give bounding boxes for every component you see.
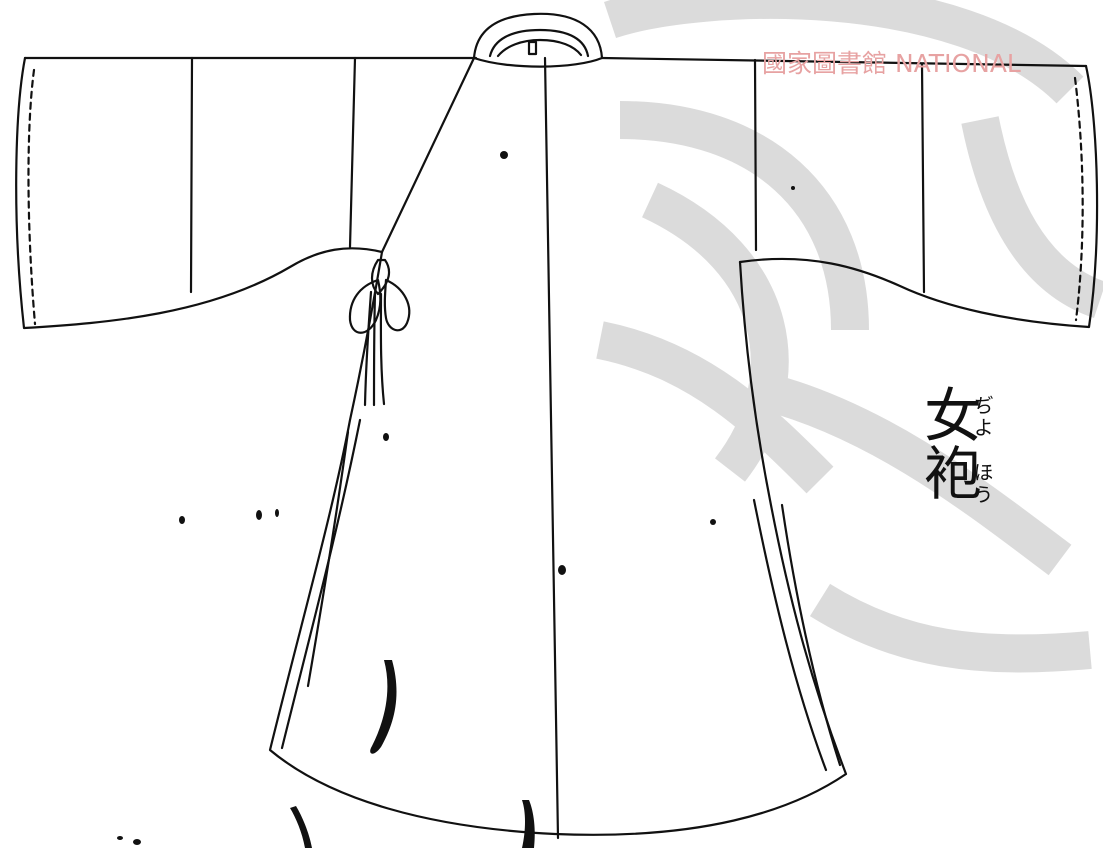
robe-caption-ruby-bottom: ほう [970,462,994,506]
national-library-watermark: 國家圖書館 NATIONAL [762,49,1021,78]
ribbon-tie-icon [348,258,411,407]
right-sleeve [738,64,1099,329]
collar [472,12,604,68]
ink-specks [117,151,795,848]
robe-caption: 女袍 [914,385,982,501]
left-sleeve [15,56,384,330]
robe-caption-ruby-top: ぢよ [970,395,994,439]
robe-body [268,250,848,836]
library-seal-watermark [596,0,1103,673]
